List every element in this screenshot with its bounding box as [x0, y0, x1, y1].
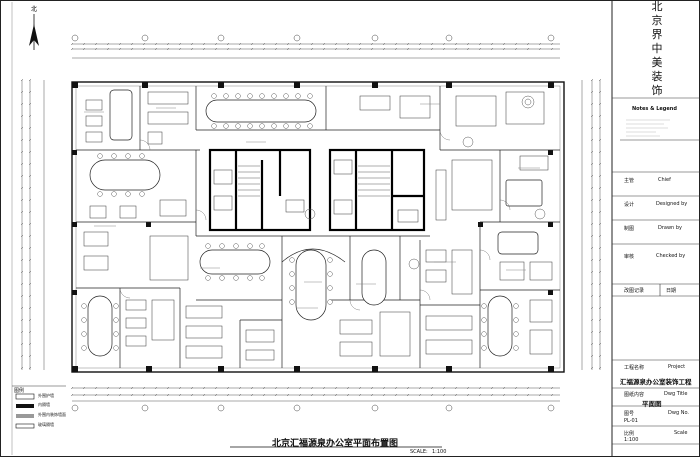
toilet-fixtures — [213, 159, 419, 223]
company-name-char: 京 — [651, 14, 663, 27]
north-label: 北 — [31, 5, 37, 13]
scale-cn: 比例 — [624, 431, 635, 437]
dimension-lines — [20, 42, 602, 402]
project-cn: 工程名称 — [624, 365, 645, 371]
drawing-no-en: Dwg No. — [668, 410, 690, 416]
stair-treads — [238, 165, 390, 197]
workstations — [83, 91, 553, 361]
company-name-char: 饰 — [651, 84, 663, 97]
title-block-grid — [612, 97, 700, 445]
notes-title: Notes & Legend — [632, 106, 677, 112]
plant-icons — [304, 95, 546, 270]
company-name-char: 北 — [651, 0, 663, 13]
drawing-content-cn: 图纸内容 — [624, 392, 645, 398]
project-name: 汇福源泉办公室装饰工程 — [620, 378, 692, 386]
company-name-char: 界 — [651, 28, 663, 41]
scale-value: 1:100 — [432, 449, 447, 455]
project-en: Project — [668, 364, 686, 370]
scale-en: Scale — [674, 430, 688, 436]
scale-label: SCALE: — [410, 449, 428, 455]
row-design-en: Designed by — [656, 201, 688, 207]
north-arrow-icon — [29, 14, 39, 50]
main-title: 北京汇福源泉办公室平面布置图 — [272, 439, 399, 449]
legend-item: 内隔墙 — [38, 402, 50, 407]
legend-item: 外围护墙 — [38, 393, 54, 398]
drawing-title: 平面图 — [642, 400, 662, 408]
building-core — [208, 148, 426, 232]
company-name-char: 装 — [651, 70, 663, 83]
row-checked-en: Checked by — [656, 253, 686, 259]
row-design-cn: 设计 — [624, 202, 635, 208]
legend-item: 外围内装饰墙面 — [38, 412, 66, 417]
row-drawn-cn: 制图 — [624, 226, 635, 232]
interior-partitions — [76, 86, 560, 368]
legend — [12, 385, 66, 429]
row-drawn-en: Drawn by — [658, 225, 682, 231]
company-name-vertical: 北京界中美装饰 — [645, 0, 669, 98]
company-name-char: 中 — [651, 42, 663, 55]
grid-bubbles — [71, 34, 555, 412]
legend-item: 玻璃隔墙 — [38, 422, 54, 427]
structural-columns — [72, 82, 554, 372]
room-label-marks — [84, 103, 540, 309]
drawing-no: PL-01 — [624, 418, 638, 424]
date-label: 日期 — [666, 288, 677, 294]
notes-text-lines — [626, 119, 670, 137]
legend-title: 图例 — [14, 388, 25, 394]
drawing-title-en: Dwg Title — [664, 391, 688, 397]
row-chief-cn: 主管 — [624, 178, 635, 184]
row-checked-cn: 审核 — [624, 254, 635, 260]
revision-label: 改图记录 — [624, 288, 645, 294]
company-name-char: 美 — [651, 56, 663, 69]
door-swings — [119, 129, 511, 311]
row-chief-en: Chief — [658, 177, 671, 183]
chairs — [81, 93, 519, 351]
drawing-no-cn: 图号 — [624, 411, 635, 417]
scale-value-block: 1:100 — [624, 437, 639, 443]
